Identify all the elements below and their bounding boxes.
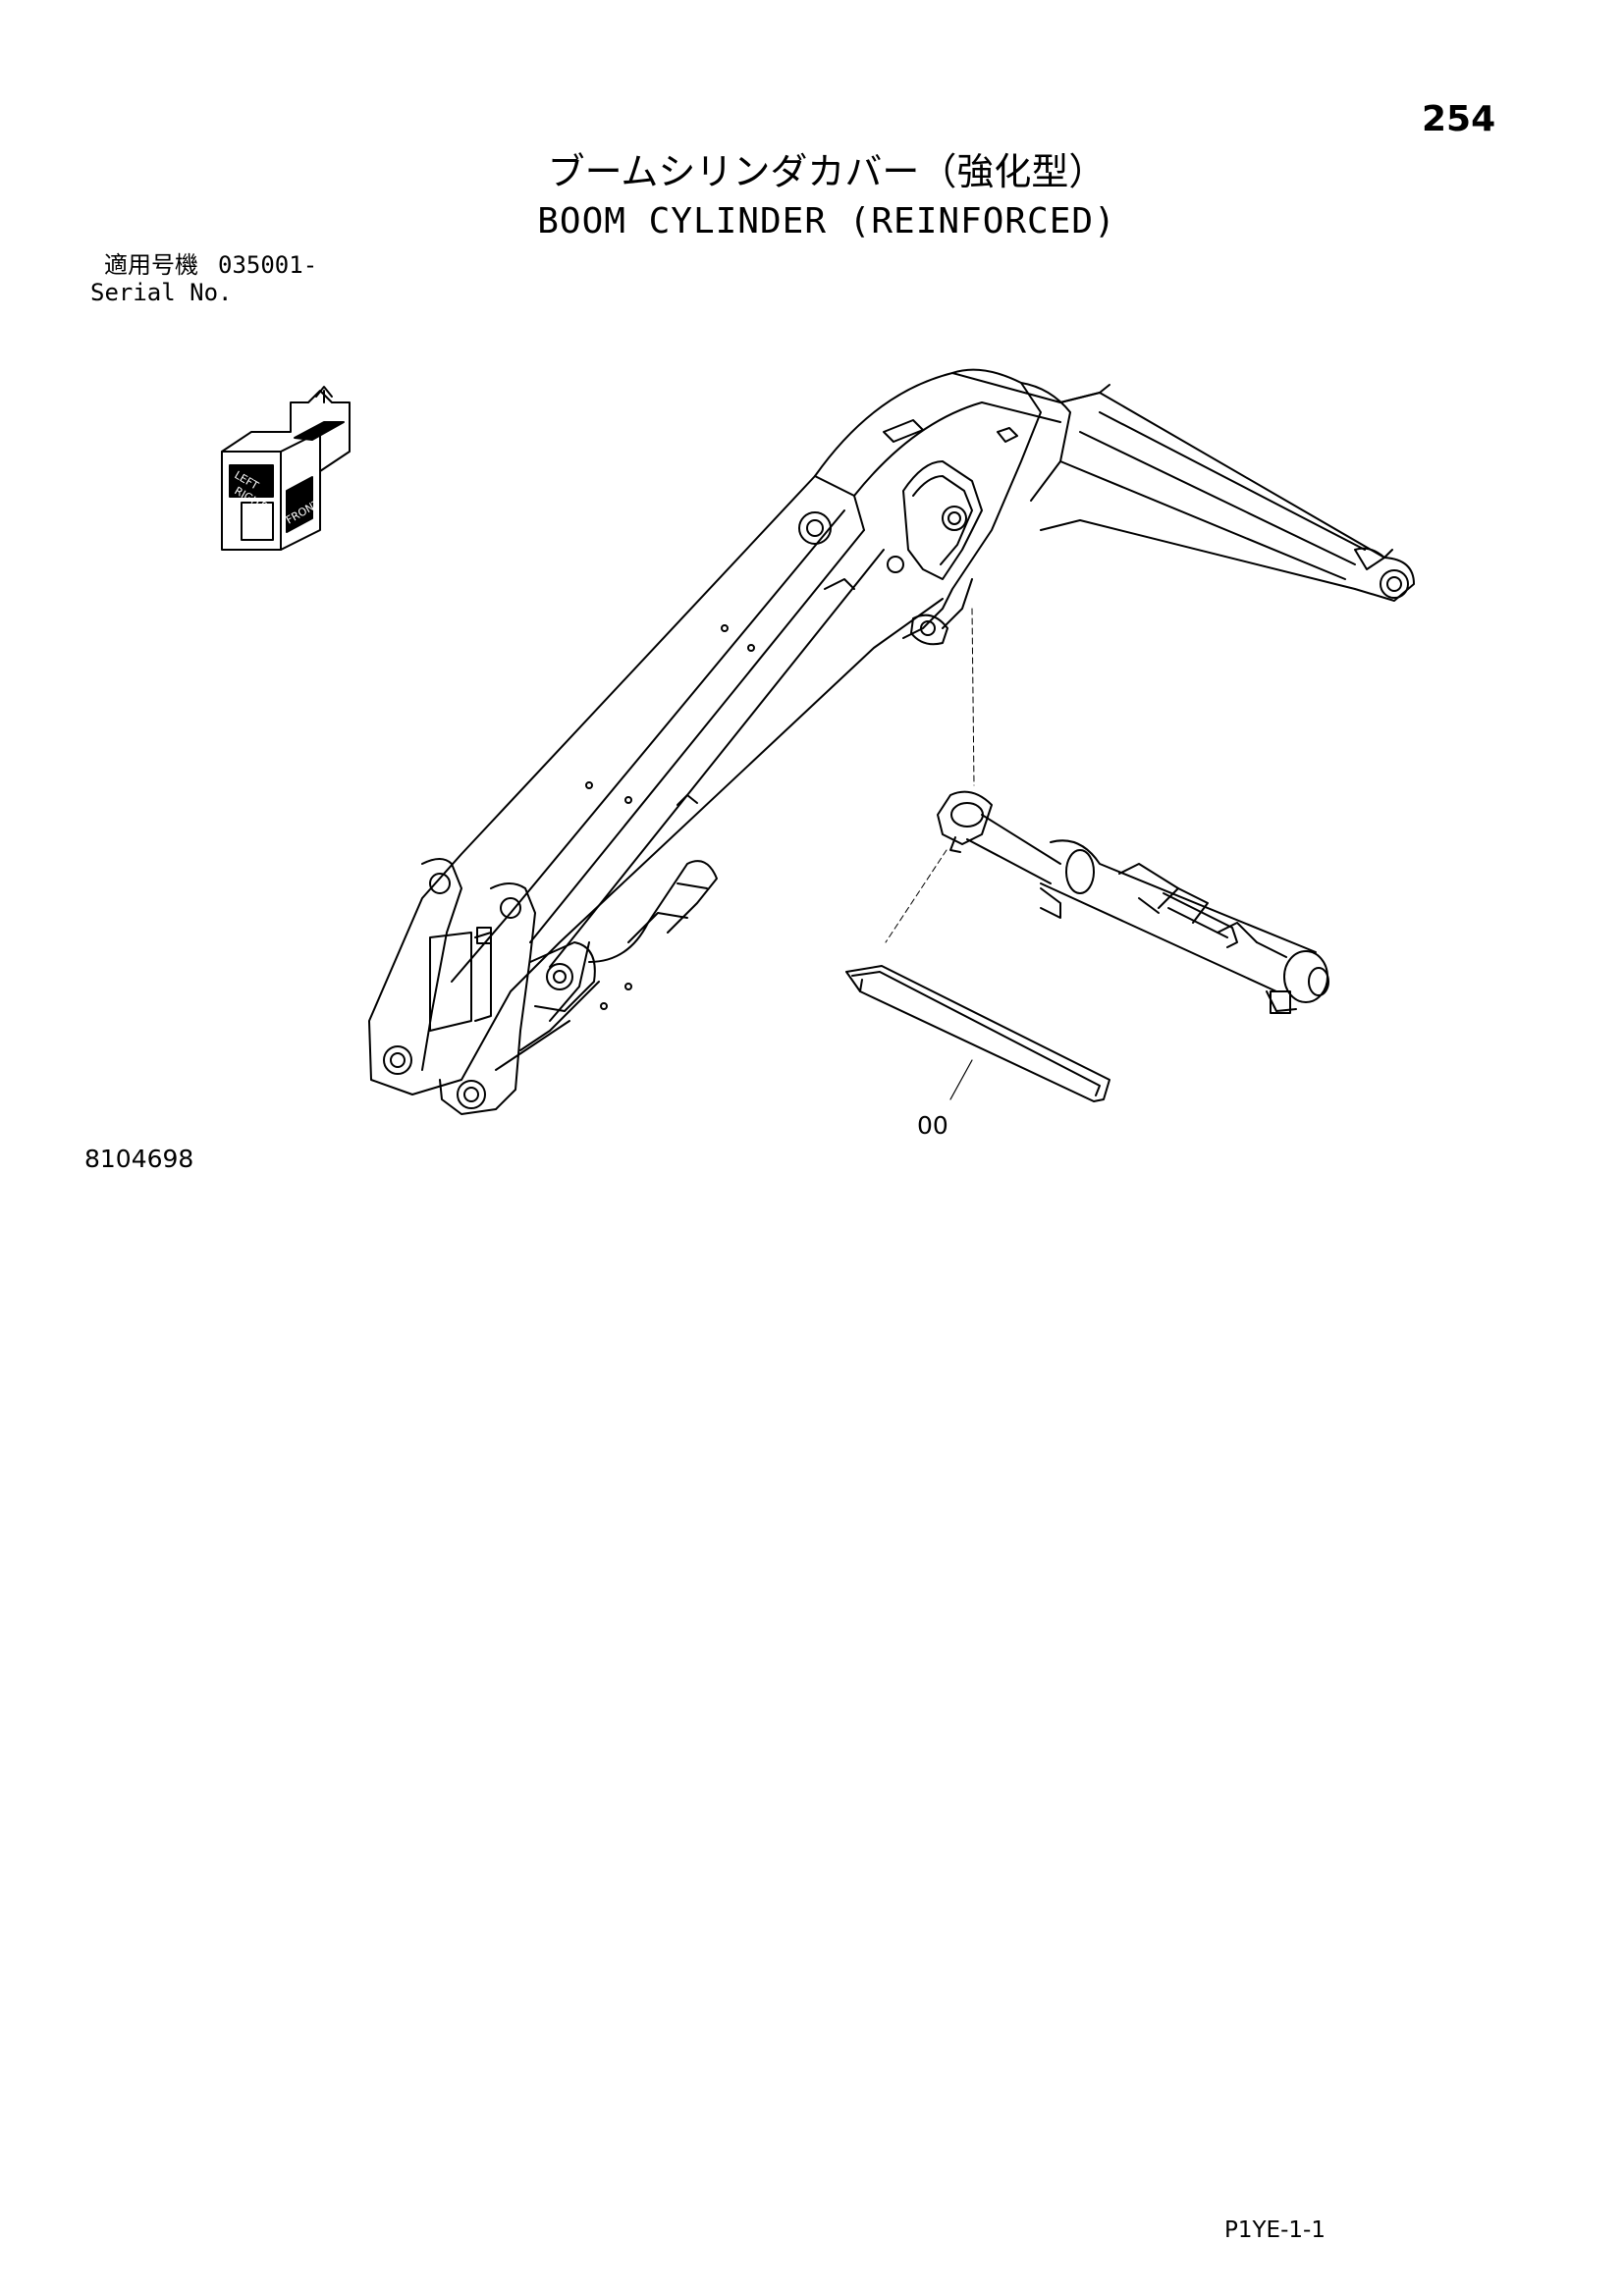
page-number: 254 (1422, 99, 1496, 139)
callout-leader (950, 1060, 972, 1099)
boom-arm (369, 370, 1414, 1114)
page-title-japanese: ブームシリンダカバー（強化型） (547, 150, 1107, 193)
serial-label-english: Serial No. (90, 279, 233, 306)
page-title-english: BOOM CYLINDER (REINFORCED) (537, 201, 1116, 241)
serial-value: 035001- (218, 251, 318, 279)
serial-label-japanese: 適用号機 (104, 251, 198, 279)
boom-cylinder (938, 792, 1328, 1013)
part-callout-label: 00 (917, 1111, 948, 1140)
cylinder-cover-plate (846, 966, 1110, 1101)
serial-block: 適用号機 035001- Serial No. (90, 251, 317, 306)
leader-line-lower (886, 850, 947, 942)
figure-number: 8104698 (84, 1145, 194, 1173)
orientation-icon: TOP LEFT RIGHT FRONT (222, 387, 350, 550)
page-code: P1YE-1-1 (1224, 2217, 1326, 2243)
leader-line-upper (972, 609, 974, 785)
